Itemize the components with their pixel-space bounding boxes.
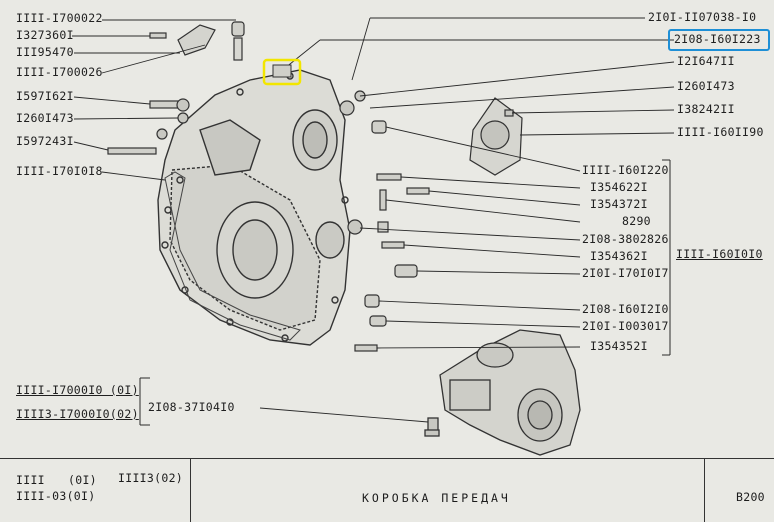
part-label-bracket-10[interactable]: I354352I: [590, 339, 648, 353]
group-label-1[interactable]: IIII-I7000I0 (0I): [16, 383, 139, 397]
part-label-left-4[interactable]: IIII-I700026: [16, 65, 103, 79]
part-label-bracket-4[interactable]: 8290: [622, 214, 651, 228]
title-block-title-cell: [190, 459, 705, 522]
title-block-models-cell: [0, 459, 191, 522]
group-label-2[interactable]: IIII3-I7000I0(02): [16, 407, 139, 421]
part-label-left-6[interactable]: I260I473: [16, 111, 74, 125]
part-label-bracket-9[interactable]: 2I0I-I003017: [582, 319, 669, 333]
part-label-left-8[interactable]: IIII-I70I0I8: [16, 164, 103, 178]
part-label-bracket-8[interactable]: 2I08-I60I2I0: [582, 302, 669, 316]
part-label-right-4[interactable]: I260I473: [677, 79, 735, 93]
assembly-label[interactable]: IIII-I60I0I0: [676, 247, 763, 261]
model-code-1-variant: (0I): [68, 473, 97, 487]
sensor-label[interactable]: 2I08-37I04I0: [148, 400, 235, 414]
part-label-bracket-1[interactable]: IIII-I60I220: [582, 163, 669, 177]
part-label-right-5[interactable]: I38242II: [677, 102, 735, 116]
part-label-bracket-6[interactable]: I354362I: [590, 249, 648, 263]
page-title: КОРОБКА ПЕРЕДАЧ: [362, 491, 511, 505]
small-parts-top: [107, 21, 245, 155]
gasket-outline: [164, 171, 301, 341]
part-label-bracket-5[interactable]: 2I08-3802826: [582, 232, 669, 246]
gearbox-housing-illustration: [424, 329, 581, 456]
model-code-2: IIII3(02): [118, 471, 184, 485]
part-label-right-3[interactable]: I2I647II: [677, 54, 735, 68]
part-label-right-1[interactable]: 2I0I-II07038-I0: [648, 10, 757, 24]
assembly-bracket: [662, 159, 671, 356]
part-label-bracket-2[interactable]: I354622I: [590, 180, 648, 194]
model-code-3: IIII-03(0I): [16, 489, 96, 503]
part-label-left-3[interactable]: III95470: [16, 45, 74, 59]
title-block: IIII (0I) IIII3(02) IIII-03(0I) КОРОБКА …: [0, 458, 774, 522]
part-label-left-1[interactable]: IIII-I700022: [16, 11, 103, 25]
part-label-right-2[interactable]: 2I08-I60I223: [674, 32, 761, 46]
part-label-right-6[interactable]: IIII-I60II90: [677, 125, 764, 139]
part-label-left-2[interactable]: I327360I: [16, 28, 74, 42]
small-parts-right: [339, 90, 523, 352]
part-label-left-5[interactable]: I597I62I: [16, 89, 74, 103]
page-code: B200: [736, 490, 765, 504]
model-code-1: IIII: [16, 473, 45, 487]
clutch-housing-illustration: [157, 69, 351, 346]
part-label-bracket-3[interactable]: I354372I: [590, 197, 648, 211]
group-bracket: [139, 377, 150, 426]
part-label-bracket-7[interactable]: 2I0I-I70I0I7: [582, 266, 669, 280]
highlighted-label-box: [668, 29, 770, 51]
highlighted-part-marker[interactable]: [262, 58, 302, 86]
leader-lines: [72, 17, 675, 423]
part-label-left-7[interactable]: I597243I: [16, 134, 74, 148]
